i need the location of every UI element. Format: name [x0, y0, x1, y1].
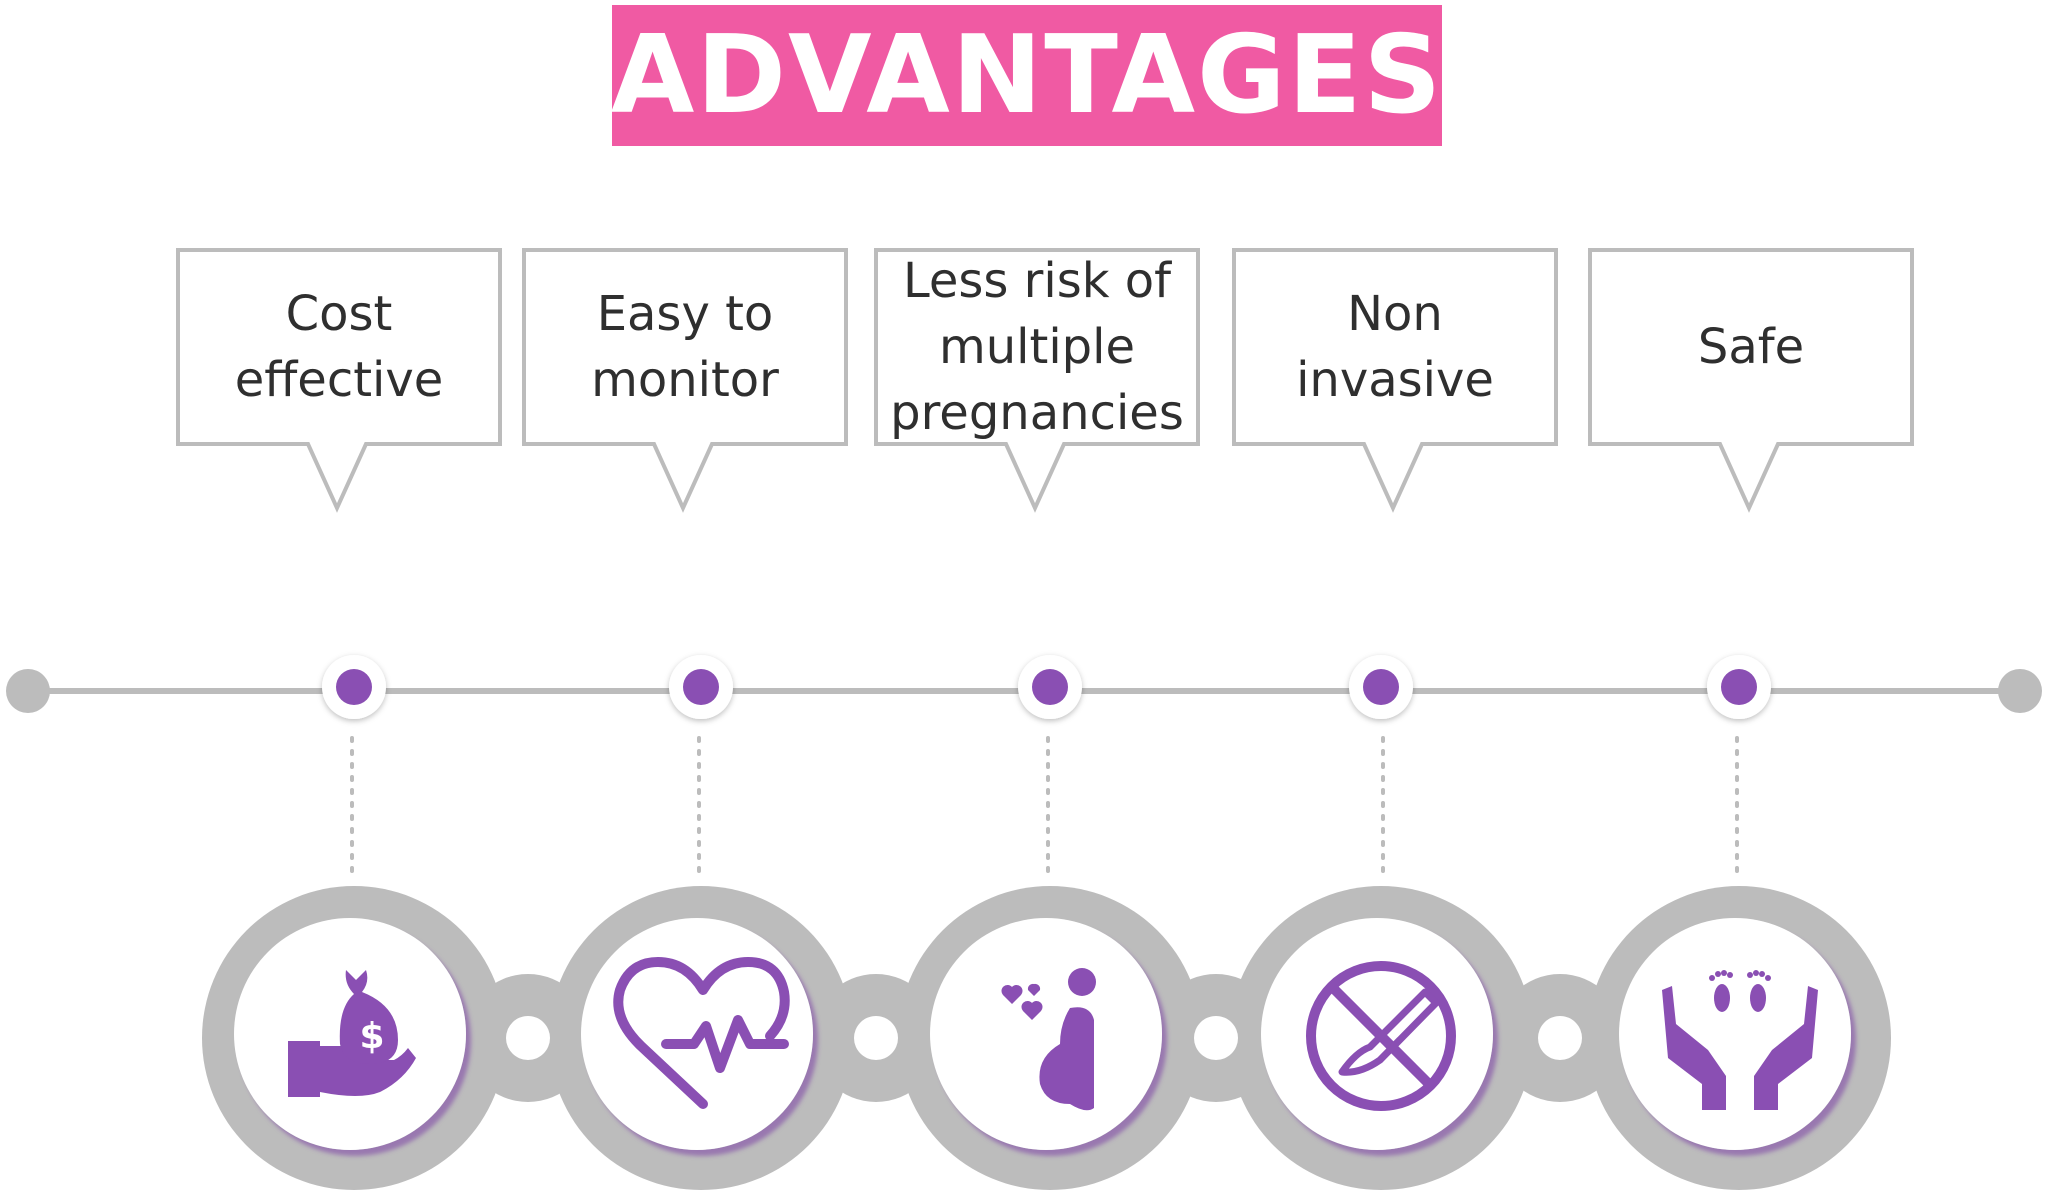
advantage-label-1: Cost effective: [234, 286, 444, 408]
pregnant-woman-icon: [1001, 968, 1096, 1111]
timeline: [6, 655, 2042, 719]
speech-bubble-1: [176, 248, 502, 513]
baby-feet-hands-icon: [1662, 970, 1818, 1110]
speech-bubble-4: [1232, 248, 1558, 513]
chain-gaps: [506, 1016, 1582, 1060]
money-bag-hand-icon: $: [288, 970, 416, 1097]
timeline-node-5: [1707, 655, 1771, 719]
timeline-end-right: [1998, 669, 2042, 713]
timeline-node-3: [1018, 655, 1082, 719]
heartbeat-icon: [613, 957, 790, 1109]
speech-bubble-3: [874, 248, 1200, 513]
title-banner: ADVANTAGES: [610, 5, 1444, 146]
advantage-label-3: Less risk of multiple pregnancies: [890, 253, 1184, 441]
advantage-label-5: Safe: [1697, 319, 1805, 375]
timeline-node-4: [1349, 655, 1413, 719]
svg-text:$: $: [359, 1016, 384, 1057]
speech-bubbles: [176, 248, 1914, 513]
dotted-connectors: [350, 736, 1739, 874]
speech-bubble-5: [1588, 248, 1914, 513]
speech-bubble-2: [522, 248, 848, 513]
advantage-label-2: Easy to monitor: [591, 286, 779, 408]
page-title: ADVANTAGES: [610, 12, 1444, 138]
timeline-node-2: [669, 655, 733, 719]
no-scalpel-icon: [1306, 961, 1456, 1111]
timeline-node-1: [322, 655, 386, 719]
advantage-label-4: Non invasive: [1296, 286, 1494, 408]
timeline-end-left: [6, 669, 50, 713]
